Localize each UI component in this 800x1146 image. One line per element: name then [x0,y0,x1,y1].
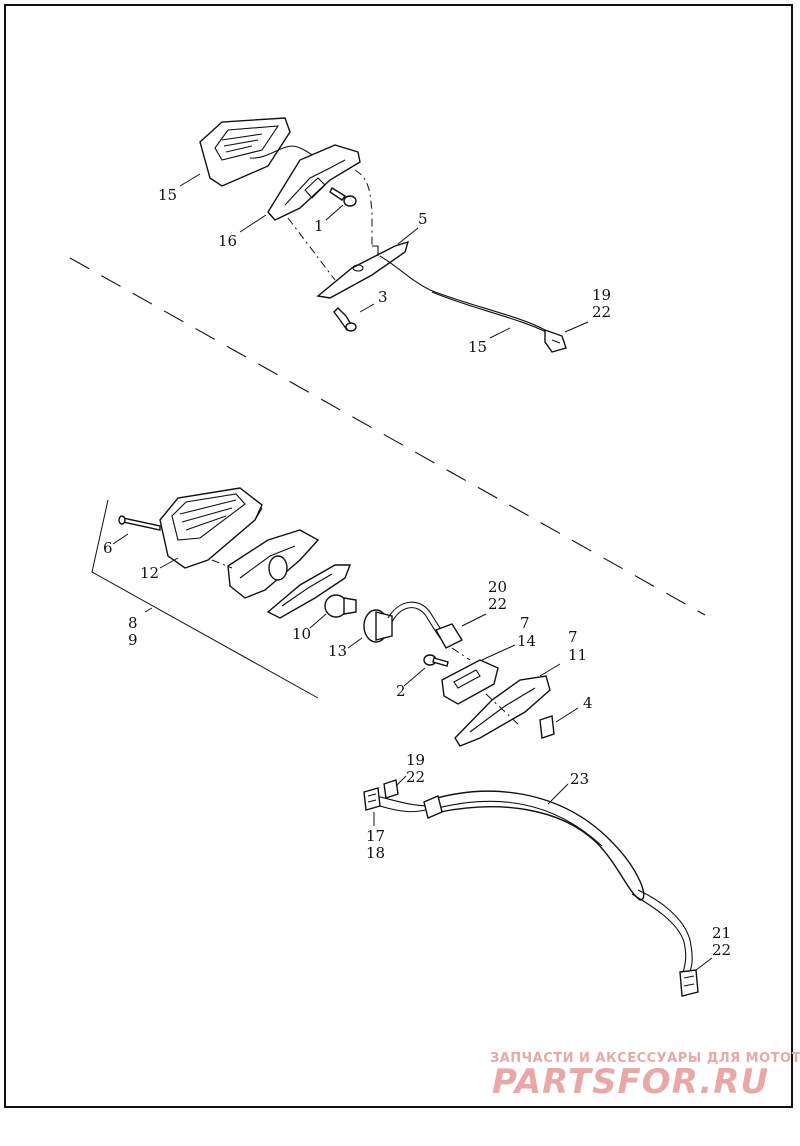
callout-1: 1 [314,217,324,235]
callout-22-harness: 22 [406,768,425,786]
callout-20: 20 [488,578,507,596]
callout-10: 10 [292,625,311,643]
section-divider-line [69,257,706,616]
callout-3: 3 [378,288,388,306]
callout-23: 23 [570,770,589,788]
screw-part-3 [333,307,357,332]
connector-21-22 [679,969,699,997]
lens-part-15 [199,117,291,187]
callout-labels: 15 16 1 5 3 19 22 15 6 12 8 9 10 13 20 2… [103,186,731,959]
callout-22-bottom: 22 [712,941,731,959]
callout-7-a: 7 [520,614,530,632]
watermark-brand: PARTSFOR.RU [492,1062,769,1102]
socket-part-13 [363,609,393,643]
callout-6: 6 [103,539,113,557]
callout-18: 18 [366,844,385,862]
screw-part-2 [423,654,449,667]
callout-4: 4 [583,694,593,712]
callout-22-top: 22 [592,303,611,321]
callout-13: 13 [328,642,347,660]
watermark: ЗАПЧАСТИ И АКСЕССУАРЫ ДЛЯ МОТОТЕХНИКИ PA… [490,1051,800,1102]
bulb-part-10 [324,594,357,618]
screw-part-6 [118,515,161,531]
callout-19-harness: 19 [406,751,425,769]
wiring-harness-part-23 [363,779,699,997]
base-plate-part-5 [316,240,410,299]
upper-lamp-assembly [199,117,567,353]
callout-5: 5 [418,210,428,228]
connector-17-18 [363,787,381,811]
clip-part-4 [539,715,555,739]
callout-17: 17 [366,827,385,845]
callout-9: 9 [128,631,138,649]
housing-part-16 [267,144,361,221]
callout-7-b: 7 [568,628,578,646]
grommet-harness [423,795,443,819]
callout-22-mid: 22 [488,595,507,613]
watermark-tagline: ЗАПЧАСТИ И АКСЕССУАРЫ ДЛЯ МОТОТЕХНИКИ [490,1051,800,1066]
callout-2: 2 [396,682,406,700]
callout-15-wire: 15 [468,338,487,356]
lower-lamp-assembly [91,487,555,747]
connector-19-22-harness [383,779,399,799]
connector-20-22 [434,623,464,649]
callout-12: 12 [140,564,159,582]
callout-14: 14 [517,632,536,650]
connector-19-22-top [544,329,567,353]
plate-part-14 [441,659,499,705]
base-part-11 [454,675,551,747]
callout-21: 21 [712,924,731,942]
diagram-border [4,4,793,1108]
callout-11: 11 [568,646,587,664]
housing-lower [227,529,320,599]
leader-lines [112,173,713,971]
screw-part-1 [329,187,357,207]
callout-16: 16 [218,232,237,250]
callout-15-lens: 15 [158,186,177,204]
gasket-lower [266,564,352,619]
callout-19-top: 19 [592,286,611,304]
callout-8: 8 [128,614,138,632]
